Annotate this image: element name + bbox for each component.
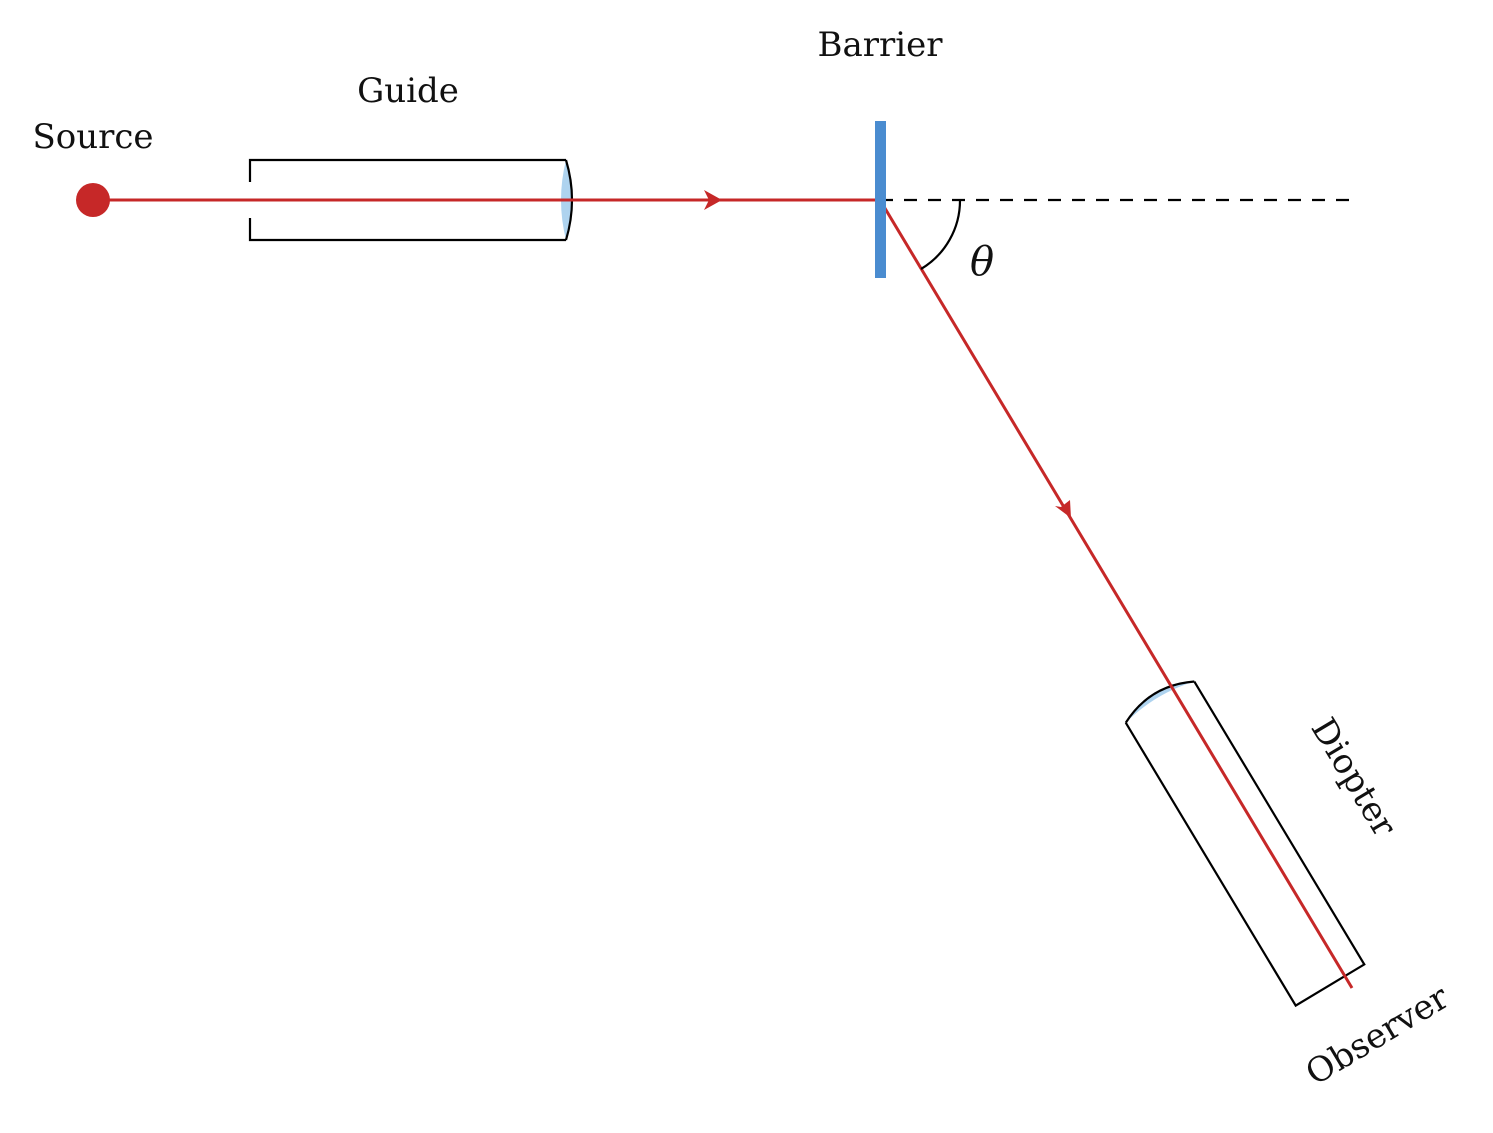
diopter-label: Diopter <box>1303 711 1405 844</box>
guide-tube <box>248 158 574 242</box>
guide-label: Guide <box>357 71 459 111</box>
observer-label: Observer <box>1299 977 1457 1094</box>
source-dot <box>76 183 110 217</box>
barrier-plate <box>875 121 886 278</box>
diopter-tube <box>1124 680 1366 1008</box>
angle-label: θ <box>970 239 994 285</box>
reflected-beam <box>878 199 1354 989</box>
barrier-label: Barrier <box>817 25 943 65</box>
reflected-beam-arrow <box>1055 500 1071 518</box>
angle-arc <box>920 199 962 270</box>
incident-beam-arrow <box>704 190 722 210</box>
source-label: Source <box>32 117 153 157</box>
